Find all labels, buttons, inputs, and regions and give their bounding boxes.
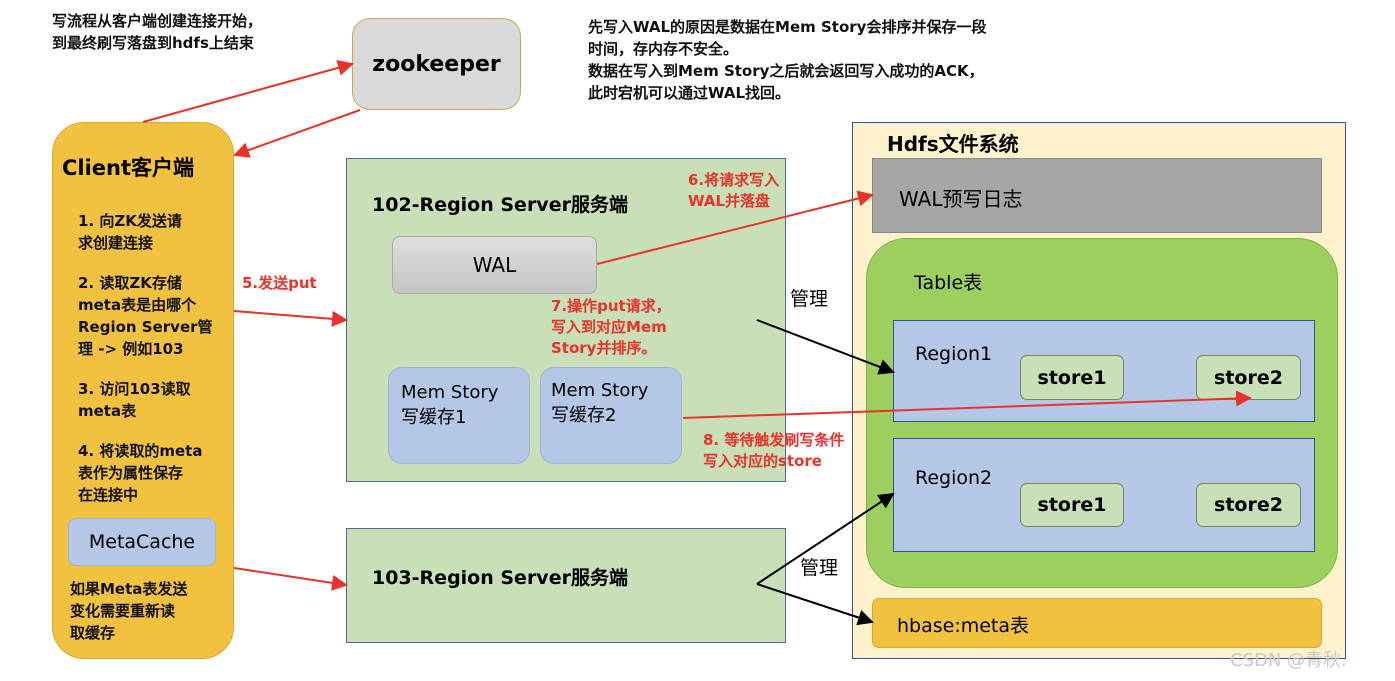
client-step-3: 3. 访问103读取 meta表 [78, 380, 191, 420]
hdfs-wal: WAL预写日志 [872, 158, 1322, 233]
region-server-103 [346, 528, 786, 643]
region2-store2: store2 [1196, 483, 1301, 527]
region1-store1: store1 [1020, 355, 1124, 400]
hbase-meta-box: hbase:meta表 [872, 598, 1322, 648]
arrow-client-to-zk [142, 60, 354, 123]
arrow-102-manages-region1 [756, 319, 895, 375]
hdfs-title: Hdfs文件系统 [887, 132, 1019, 156]
region1-label: Region1 [915, 343, 993, 365]
watermark: CSDN @青秋. [1230, 650, 1347, 671]
note-top-left: 写流程从客户端创建连接开始， 到最终刷写落盘到hdfs上结束 [52, 12, 263, 52]
arrow-103-manages-meta [756, 583, 874, 626]
arrow-wal-to-hdfs [596, 190, 874, 265]
client-title: Client客户端 [62, 156, 195, 180]
client-step-1: 1. 向ZK发送请 求创建连接 [78, 212, 182, 252]
arrow-zk-to-client [233, 109, 361, 158]
wal-box: WAL [392, 236, 597, 294]
label-step5: 5.发送put [242, 274, 317, 292]
region2-store1: store1 [1020, 483, 1124, 527]
arrow-flush-to-store [682, 390, 1252, 419]
rs103-title: 103-Region Server服务端 [372, 567, 628, 589]
label-manage-2: 管理 [800, 557, 839, 579]
label-step6: 6.将请求写入 WAL并落盘 [688, 171, 780, 210]
label-manage-1: 管理 [790, 288, 829, 310]
region2-label: Region2 [915, 467, 993, 489]
arrow-client-to-103 [233, 567, 348, 591]
client-footer: 如果Meta表发送 变化需要重新读 取缓存 [70, 580, 188, 642]
arrow-103-manages-region2 [756, 492, 895, 585]
rs102-title: 102-Region Server服务端 [372, 194, 628, 216]
label-step8: 8. 等待触发刷写条件 写入对应的store [703, 431, 845, 470]
table-label: Table表 [914, 272, 983, 294]
metacache-box: MetaCache [68, 518, 216, 566]
client-box [52, 122, 234, 659]
arrow-put-to-102 [233, 310, 348, 327]
label-step7: 7.操作put请求， 写入到对应Mem Story并排序。 [551, 297, 671, 357]
memstore-2: Mem Story 写缓存2 [540, 367, 682, 464]
memstore-1: Mem Story 写缓存1 [388, 367, 530, 464]
note-top-right: 先写入WAL的原因是数据在Mem Story会排序并保存一段 时间，存内存不安全… [588, 18, 987, 102]
client-step-4: 4. 将读取的meta 表作为属性保存 在连接中 [78, 442, 203, 504]
client-step-2: 2. 读取ZK存储 meta表是由哪个 Region Server管 理 -> … [78, 274, 213, 358]
